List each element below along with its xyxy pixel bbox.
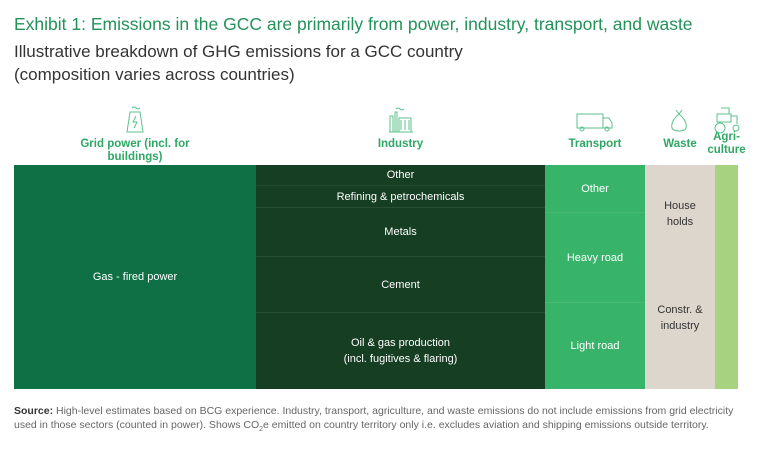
segment: Refining & petrochemicals (256, 185, 545, 207)
waste-bag-icon (666, 104, 694, 139)
segment: Constr. & industry (645, 277, 715, 389)
chart-title: Exhibit 1: Emissions in the GCC are prim… (14, 14, 693, 34)
segment-label: Other (581, 182, 609, 195)
column-grid-power-incl-for-buildings: Gas - fired power (14, 165, 256, 389)
subtitle-line-2: (composition varies across countries) (14, 65, 295, 84)
segment: Oil & gas production (incl. fugitives & … (256, 312, 545, 389)
segment: Heavy road (545, 212, 645, 302)
segment-label: Gas - fired power (92, 271, 178, 283)
source-note: Source: High-level estimates based on BC… (14, 405, 749, 436)
source-text: High-level estimates based on BCG experi… (14, 405, 734, 431)
column-agri-culture (715, 165, 738, 389)
column-header: Industry (377, 138, 424, 150)
column-header: Waste (663, 138, 697, 150)
segment: Gas - fired power (14, 165, 256, 389)
segment (715, 165, 738, 389)
column-header: Agri- culture (707, 131, 746, 156)
subtitle-line-1: Illustrative breakdown of GHG emissions … (14, 42, 463, 61)
source-label: Source: (14, 405, 54, 417)
segment-label: Cement (381, 278, 420, 291)
segment-label: Refining & petrochemicals (336, 190, 465, 203)
segment: Cement (256, 256, 545, 312)
segment-label: Other (386, 169, 415, 181)
truck-icon (575, 104, 615, 139)
tractor-icon (713, 104, 741, 139)
segment-label: Light road (570, 340, 620, 352)
segment: Other (545, 165, 645, 212)
factory-icon (387, 104, 415, 139)
segment-label: Heavy road (566, 251, 624, 264)
chart-subtitle: Illustrative breakdown of GHG emissions … (14, 40, 463, 86)
source-subscript: 2 (259, 425, 264, 433)
segment-label: Constr. & industry (657, 304, 703, 332)
column-header: Transport (568, 138, 622, 150)
segment-label: Oil & gas production (incl. fugitives & … (343, 337, 458, 365)
segment: Metals (256, 207, 545, 256)
source-text-2: e emitted on country territory only i.e.… (263, 418, 709, 431)
segment: House holds (645, 165, 715, 277)
power-plant-icon (121, 104, 149, 139)
segment: Other (256, 165, 545, 185)
segment: Light road (545, 302, 645, 389)
segment-label: House holds (664, 200, 696, 228)
segment-label: Metals (384, 226, 417, 238)
column-header: Grid power (incl. for buildings) (80, 138, 190, 163)
